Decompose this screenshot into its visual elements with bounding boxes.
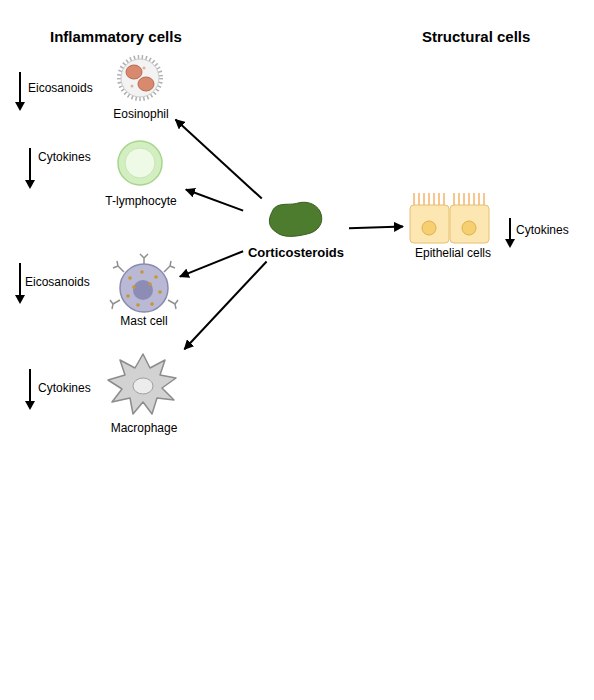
cell-node: Macrophage — [105, 350, 183, 435]
arrow-connector — [186, 190, 243, 211]
node-label: Macrophage — [105, 421, 183, 435]
effect-label: Eicosanoids — [25, 275, 90, 289]
effect-label: Eicosanoids — [28, 81, 93, 95]
corticosteroid-blob — [269, 202, 321, 236]
arrow-connector — [180, 251, 243, 276]
macrophage-cell — [108, 354, 176, 414]
down-arrow — [509, 218, 511, 241]
arrow-head — [25, 180, 35, 189]
column-heading: Structural cells — [422, 28, 530, 46]
node-label: Eosinophil — [108, 107, 174, 121]
arrow-head — [505, 239, 515, 248]
effect-label: Cytokines — [38, 381, 91, 395]
epithelial-cells — [410, 193, 489, 243]
node-label: Mast cell — [110, 314, 178, 328]
cell-node: Epithelial cells — [405, 190, 501, 260]
down-arrow — [29, 148, 31, 182]
arrow-head — [15, 102, 25, 111]
effect-label: Cytokines — [38, 150, 91, 164]
eosinophil-cell — [119, 57, 161, 99]
down-arrow — [19, 263, 21, 297]
arrow-head — [25, 401, 35, 410]
node-label: Epithelial cells — [405, 246, 501, 260]
down-arrow — [19, 72, 21, 104]
arrow-head — [15, 295, 25, 304]
drug-node: Corticosteroids — [245, 200, 347, 260]
node-label: Corticosteroids — [245, 246, 347, 260]
node-label: T-lymphocyte — [98, 194, 184, 208]
arrow-connector — [184, 262, 266, 350]
cell-node: Mast cell — [110, 254, 178, 328]
cell-node: T-lymphocyte — [98, 138, 184, 208]
arrow-connector — [176, 120, 262, 199]
cell-node: Eosinophil — [108, 55, 174, 121]
t-lymphocyte-cell — [118, 141, 162, 185]
column-heading: Inflammatory cells — [50, 28, 182, 46]
effect-label: Cytokines — [516, 223, 569, 237]
decrease-arrows — [15, 72, 515, 410]
arrow-connector — [349, 227, 403, 229]
down-arrow — [29, 369, 31, 403]
mast-cell — [110, 254, 178, 312]
